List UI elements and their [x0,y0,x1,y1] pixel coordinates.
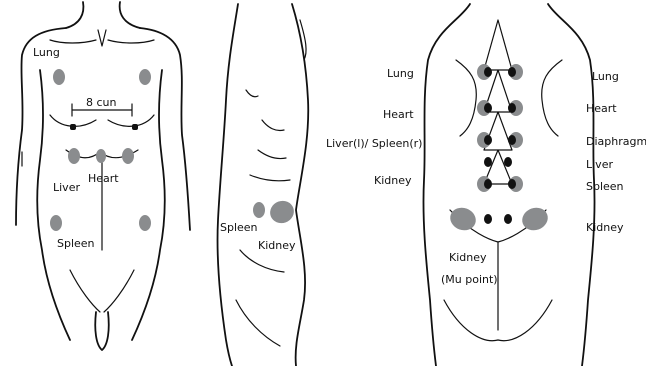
back-kidney-label-right: Kidney [586,221,624,234]
side-spleen-label: Spleen [220,221,258,234]
back-left-contour [423,4,470,366]
back-diaphragm-label-right: Diaphragm [586,135,646,148]
front-nipple-left [70,124,76,130]
front-genital [95,312,109,350]
back-kidney-inner-right [504,214,512,224]
back-diaphragm-center-left [484,135,492,145]
back-heart-center-left [484,103,492,113]
front-lung-point-right [139,69,151,85]
back-lung-center-left [484,67,492,77]
back-kidney-point-left [447,204,479,234]
front-left-flank [37,70,70,340]
back-liver-point-left [484,157,492,167]
front-pec-right [108,115,154,126]
back-body-figure: Lung Heart Kidney Lung Heart Diaphragm L… [374,4,646,366]
back-buttock-right [498,300,552,341]
back-liver-label-right: Liver [586,158,613,171]
front-cun-label: 8 cun [86,96,117,109]
front-spleen-label: Spleen [57,237,95,250]
side-muscle-4 [250,175,290,181]
front-right-flank [132,70,165,340]
front-inguinal-left [70,270,100,312]
front-collarbone-left [50,40,96,43]
front-heart-point [96,149,106,163]
side-iliac [240,250,284,272]
front-heart-label: Heart [88,172,119,185]
back-kidney-inner-left [484,214,492,224]
back-spleen-center-right [508,179,516,189]
back-heart-label-left: Heart [383,108,414,121]
front-neck-left [66,2,83,28]
back-heart-center-right [508,103,516,113]
back-lung-label-left: Lung [387,67,414,80]
back-heart-label-right: Heart [586,102,617,115]
back-lung-label-right: Lung [592,70,619,83]
front-neck-right [120,2,140,28]
front-sternal-notch [98,30,106,46]
side-kidney-label: Kidney [258,239,296,252]
back-diaphragm-center-right [508,135,516,145]
side-spleen-point [253,202,265,218]
back-shoulderblade-right [542,60,562,136]
back-kidney-mu-label-line2: (Mu point) [441,273,498,286]
back-lung-center-right [508,67,516,77]
side-muscle-3 [258,150,286,159]
front-spleen-point-right [139,215,151,231]
back-kidney-mu-label-line1: Kidney [449,251,487,264]
side-muscle-2 [262,120,284,131]
back-spleen-center-left [484,179,492,189]
front-spleen-point-left [50,215,62,231]
back-buttock-left [444,300,498,341]
back-spleen-label-right: Spleen [586,180,624,193]
front-inguinal-right [104,270,134,312]
front-body-figure: Lung 8 cun Heart Liver Spleen [16,2,190,350]
back-liver-point-right [504,157,512,167]
front-nipple-right [132,124,138,130]
side-thigh [236,300,280,346]
back-kidney-label-left: Kidney [374,174,412,187]
side-back-contour [217,4,238,366]
front-liver-point [68,148,80,164]
side-front-contour [292,4,308,366]
side-muscle-1 [246,90,258,97]
back-shoulderblade-left [456,60,476,136]
side-kidney-point [267,198,297,227]
front-collarbone-right [108,40,154,43]
front-lung-label: Lung [33,46,60,59]
front-spleen-point-upper [122,148,134,164]
front-liver-label: Liver [53,181,80,194]
side-liver-spleen-label: Liver(l)/ Spleen(r) [326,137,422,150]
front-lung-point-left [53,69,65,85]
